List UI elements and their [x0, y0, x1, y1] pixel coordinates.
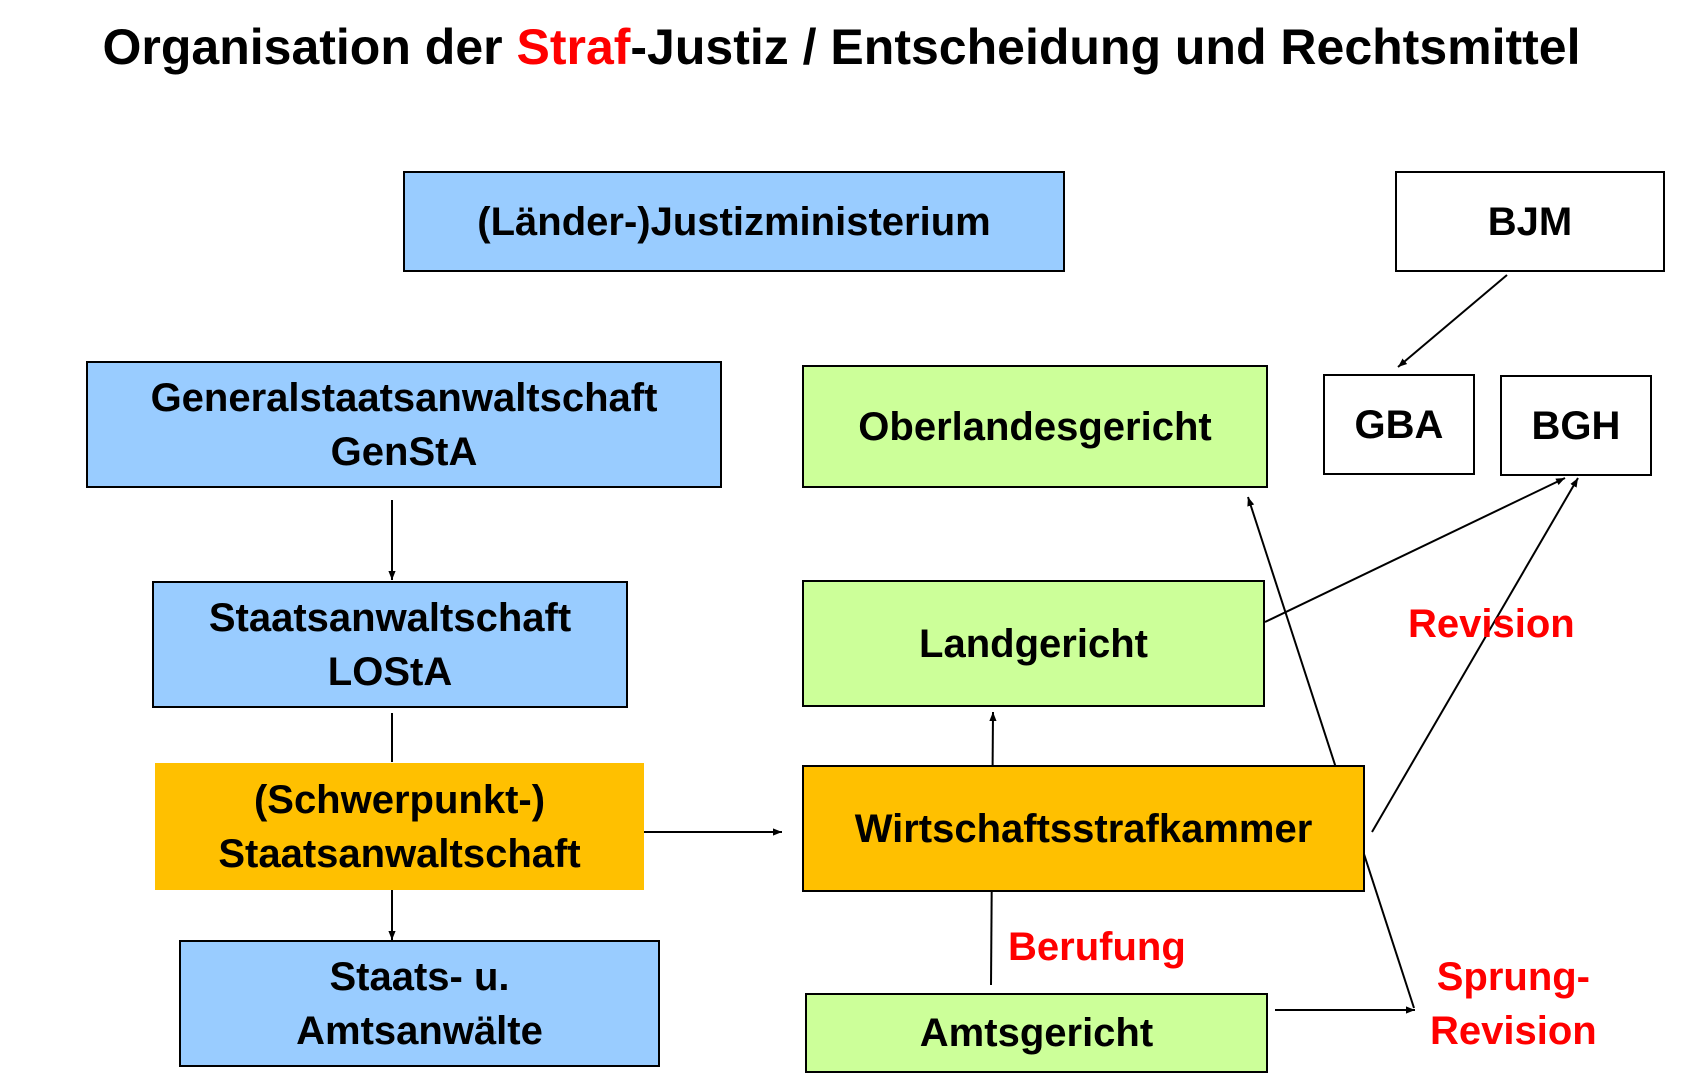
- node-schwerpunkt-line1: (Schwerpunkt-): [253, 777, 546, 822]
- node-staats-amtsanwaelte: Staats- u. Amtsanwälte: [179, 940, 660, 1067]
- node-generalstaatsanwaltschaft: Generalstaatsanwaltschaft GenStA: [86, 361, 722, 488]
- node-schwerpunkt-line2: Staatsanwaltschaft: [218, 831, 581, 876]
- label-sprung-line2: Revision: [1430, 1009, 1597, 1053]
- node-staatsanwaltschaft-line1: Staatsanwaltschaft: [208, 595, 572, 640]
- node-justizministerium-label: (Länder-)Justizministerium: [477, 199, 991, 244]
- node-staats-amtsanwaelte-line2: Amtsanwälte: [296, 1008, 543, 1053]
- node-wirtschaftsstrafkammer-label: Wirtschaftsstrafkammer: [854, 806, 1313, 851]
- label-sprung-revision: Sprung- Revision: [1430, 950, 1597, 1058]
- arrow-bjm-to-gba: [1397, 274, 1508, 368]
- node-gba: GBA: [1323, 374, 1475, 475]
- node-oberlandesgericht-label: Oberlandesgericht: [858, 404, 1212, 449]
- label-berufung: Berufung: [1008, 925, 1186, 969]
- page-title: Organisation der Straf-Justiz / Entschei…: [0, 18, 1683, 76]
- title-accent: Straf: [516, 19, 631, 75]
- node-staats-amtsanwaelte-line1: Staats- u.: [329, 954, 510, 999]
- arrow-sprungrevision-to-oberlandesgericht: [1247, 496, 1415, 1009]
- node-bgh: BGH: [1500, 375, 1652, 476]
- node-generalstaatsanwaltschaft-line1: Generalstaatsanwaltschaft: [150, 375, 658, 420]
- node-landgericht: Landgericht: [802, 580, 1265, 707]
- title-prefix: Organisation der: [102, 19, 517, 75]
- label-revision: Revision: [1408, 602, 1575, 646]
- node-amtsgericht: Amtsgericht: [805, 993, 1268, 1073]
- node-gba-label: GBA: [1354, 402, 1444, 447]
- node-bjm: BJM: [1395, 171, 1665, 272]
- node-schwerpunkt-staatsanwaltschaft: (Schwerpunkt-) Staatsanwaltschaft: [155, 763, 644, 890]
- node-staatsanwaltschaft-line2: LOStA: [327, 649, 453, 694]
- node-oberlandesgericht: Oberlandesgericht: [802, 365, 1268, 488]
- node-amtsgericht-label: Amtsgericht: [919, 1011, 1154, 1055]
- node-wirtschaftsstrafkammer: Wirtschaftsstrafkammer: [802, 765, 1365, 892]
- label-sprung-line1: Sprung-: [1436, 955, 1591, 999]
- node-bgh-label: BGH: [1531, 403, 1621, 448]
- node-landgericht-label: Landgericht: [919, 621, 1148, 666]
- node-staatsanwaltschaft: Staatsanwaltschaft LOStA: [152, 581, 628, 708]
- node-generalstaatsanwaltschaft-line2: GenStA: [330, 429, 478, 474]
- node-justizministerium: (Länder-)Justizministerium: [403, 171, 1065, 272]
- node-bjm-label: BJM: [1487, 199, 1573, 244]
- title-suffix: -Justiz / Entscheidung und Rechtsmittel: [630, 19, 1581, 75]
- arrow-wirtschaftsstrafkammer-to-bgh: [1371, 477, 1579, 833]
